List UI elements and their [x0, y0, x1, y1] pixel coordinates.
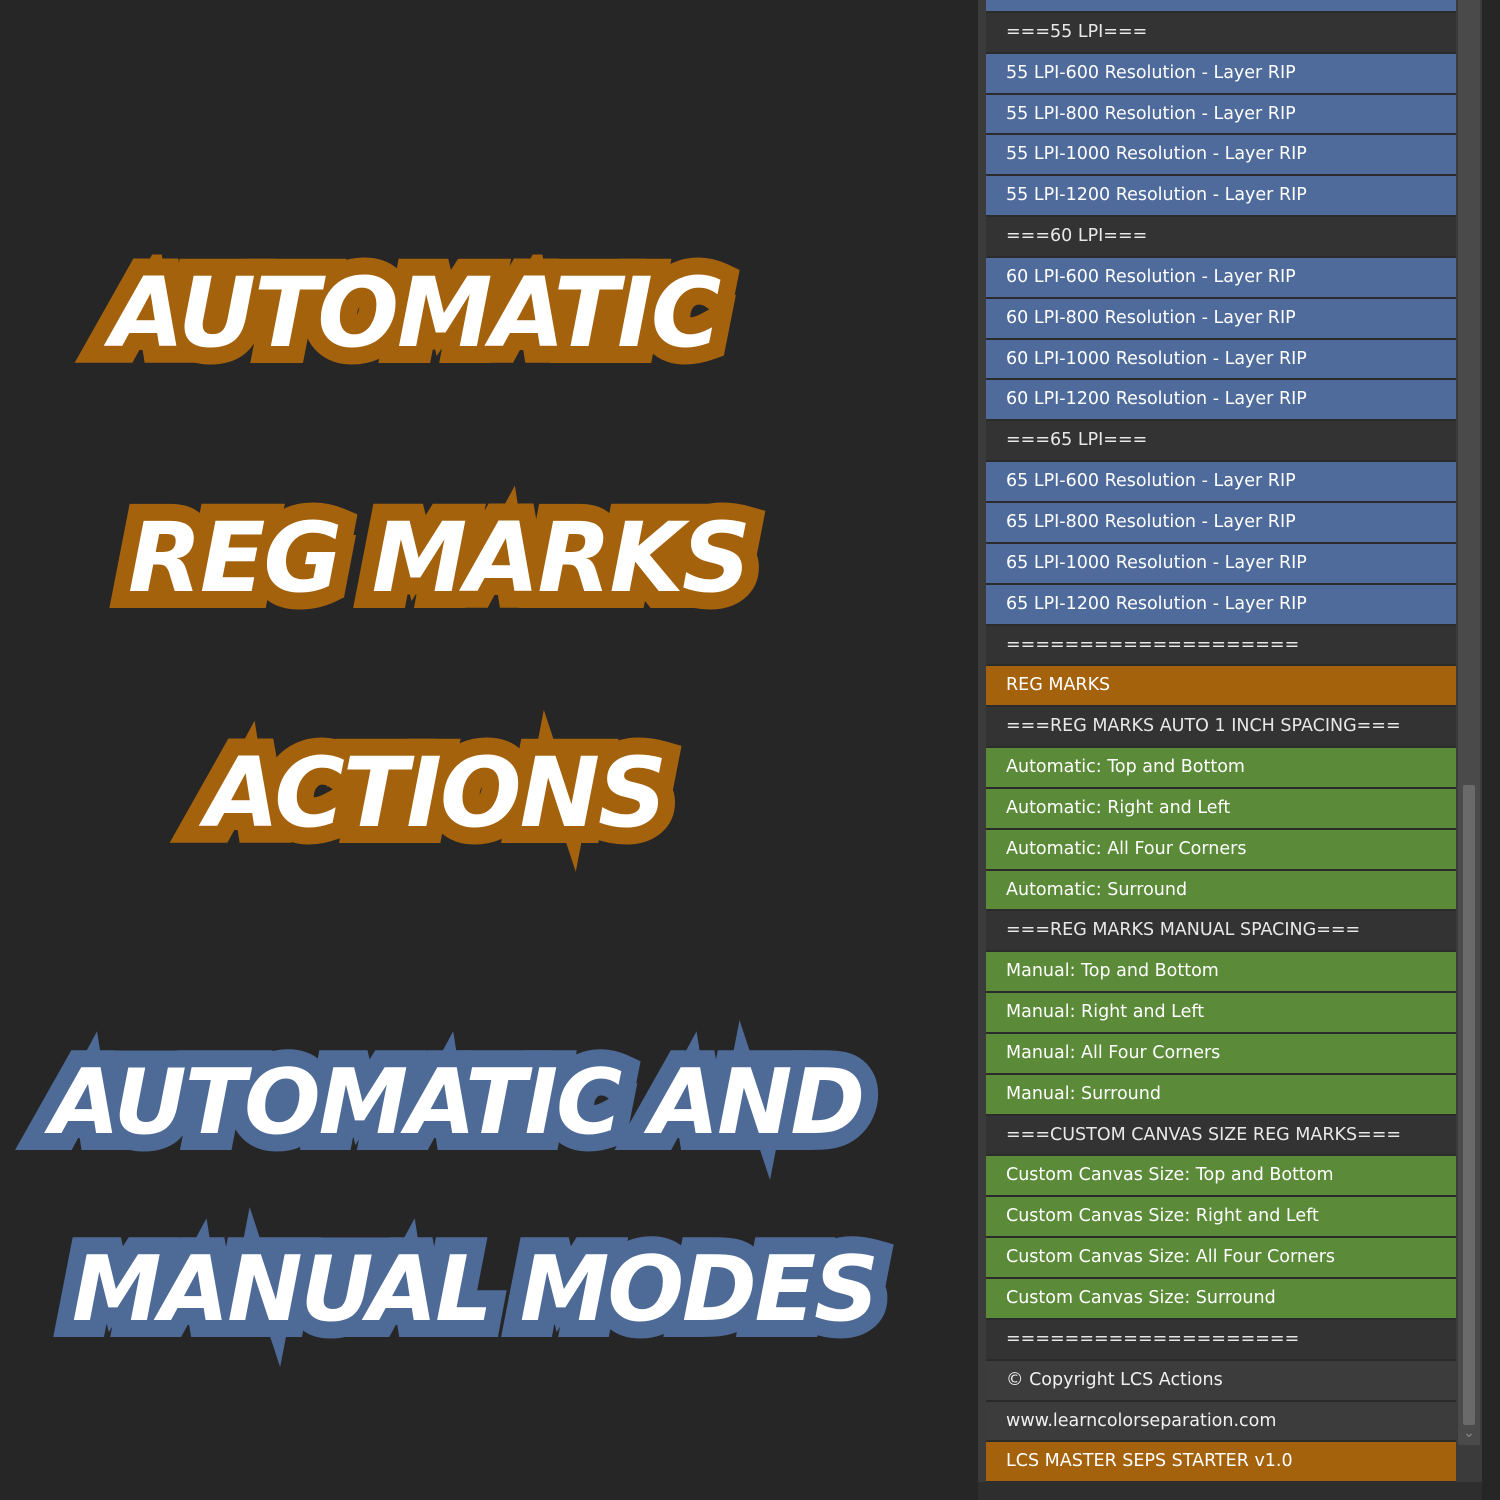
action-label: 55 LPI-1200 Resolution - Layer RIP — [1006, 185, 1307, 206]
action-item[interactable]: 55 LPI-1200 Resolution - Layer RIP — [986, 176, 1456, 218]
action-label: 65 LPI-1200 Resolution - Layer RIP — [1006, 593, 1307, 614]
action-item[interactable]: 65 LPI-1000 Resolution - Layer RIP — [986, 543, 1456, 585]
action-item[interactable]: Automatic: Right and Left — [986, 788, 1456, 830]
action-item[interactable]: Automatic: All Four Corners — [986, 829, 1456, 871]
action-set-divider[interactable]: ===55 LPI=== — [986, 12, 1456, 54]
headline-line-automatic: AUTOMATIC — [93, 248, 738, 378]
action-item[interactable]: 55 LPI-1200 Resolution - Layer RIP — [986, 0, 1456, 13]
action-label: Manual: Right and Left — [1006, 1002, 1205, 1023]
action-label: ===60 LPI=== — [1006, 226, 1148, 247]
action-set-divider[interactable]: ===REG MARKS AUTO 1 INCH SPACING=== — [986, 707, 1456, 749]
scrollbar-thumb[interactable] — [1463, 785, 1475, 1425]
action-label: 65 LPI-1000 Resolution - Layer RIP — [1006, 552, 1307, 573]
action-item[interactable]: Manual: Top and Bottom — [986, 952, 1456, 994]
action-label: REG MARKS — [1006, 675, 1111, 696]
action-item[interactable]: Manual: Surround — [986, 1074, 1456, 1116]
action-label: 55 LPI-600 Resolution - Layer RIP — [1006, 62, 1296, 83]
action-label: 60 LPI-1000 Resolution - Layer RIP — [1006, 348, 1307, 369]
action-label: Custom Canvas Size: Right and Left — [1006, 1206, 1319, 1227]
action-label: 65 LPI-800 Resolution - Layer RIP — [1006, 511, 1296, 532]
info-row[interactable]: www.learncolorseparation.com — [986, 1401, 1456, 1443]
action-label: 60 LPI-1200 Resolution - Layer RIP — [1006, 389, 1307, 410]
action-label: 60 LPI-600 Resolution - Layer RIP — [1006, 266, 1296, 287]
action-item[interactable]: 65 LPI-600 Resolution - Layer RIP — [986, 462, 1456, 503]
action-item[interactable]: Custom Canvas Size: Right and Left — [986, 1197, 1456, 1239]
action-set-divider[interactable]: ===REG MARKS MANUAL SPACING=== — [986, 911, 1456, 953]
action-set-divider[interactable]: ===CUSTOM CANVAS SIZE REG MARKS=== — [986, 1115, 1456, 1157]
action-label: © Copyright LCS Actions — [1006, 1369, 1223, 1390]
headline-line-automatic-and: AUTOMATIC AND — [33, 1041, 882, 1165]
info-row[interactable]: © Copyright LCS Actions — [986, 1360, 1456, 1402]
action-label: 55 LPI-1000 Resolution - Layer RIP — [1006, 144, 1307, 165]
action-label: ===CUSTOM CANVAS SIZE REG MARKS=== — [1006, 1124, 1402, 1145]
action-item[interactable]: 55 LPI-800 Resolution - Layer RIP — [986, 94, 1456, 136]
action-set-divider[interactable]: ==================== — [986, 625, 1456, 667]
action-label: 55 LPI-1200 Resolution - Layer RIP — [1006, 0, 1307, 1]
actions-panel: 55 LPI-1200 Resolution - Layer RIP ===55 … — [978, 0, 1482, 1500]
action-label: Manual: Top and Bottom — [1006, 961, 1219, 982]
actions-list: 55 LPI-1200 Resolution - Layer RIP ===55 … — [986, 0, 1456, 1484]
headline-line-reg-marks: REG MARKS — [111, 493, 768, 623]
action-label: LCS MASTER SEPS STARTER v1.0 — [1006, 1451, 1293, 1472]
action-item[interactable]: 65 LPI-800 Resolution - Layer RIP — [986, 502, 1456, 544]
action-label: Automatic: Top and Bottom — [1006, 757, 1245, 778]
action-label: ===55 LPI=== — [1006, 21, 1148, 42]
action-label: Custom Canvas Size: All Four Corners — [1006, 1247, 1336, 1268]
action-item[interactable]: 60 LPI-600 Resolution - Layer RIP — [986, 257, 1456, 299]
action-item[interactable]: Custom Canvas Size: All Four Corners — [986, 1238, 1456, 1279]
panel-bottom-edge — [978, 1482, 1482, 1500]
action-item[interactable]: 60 LPI-800 Resolution - Layer RIP — [986, 298, 1456, 340]
action-set-divider[interactable]: ===65 LPI=== — [986, 421, 1456, 463]
action-label: ==================== — [1006, 1328, 1300, 1349]
action-item[interactable]: 60 LPI-1200 Resolution - Layer RIP — [986, 380, 1456, 422]
action-item[interactable]: Manual: All Four Corners — [986, 1033, 1456, 1075]
action-item[interactable]: 65 LPI-1200 Resolution - Layer RIP — [986, 584, 1456, 626]
action-label: Manual: Surround — [1006, 1083, 1161, 1104]
action-label: ===65 LPI=== — [1006, 430, 1148, 451]
action-label: 60 LPI-800 Resolution - Layer RIP — [1006, 307, 1296, 328]
action-set-divider[interactable]: ===60 LPI=== — [986, 217, 1456, 258]
action-item[interactable]: Custom Canvas Size: Surround — [986, 1279, 1456, 1320]
action-label: Automatic: All Four Corners — [1006, 838, 1247, 859]
action-label: ===REG MARKS MANUAL SPACING=== — [1006, 920, 1361, 941]
action-label: Custom Canvas Size: Top and Bottom — [1006, 1165, 1334, 1186]
action-label: ==================== — [1006, 634, 1300, 655]
action-set-divider[interactable]: ==================== — [986, 1319, 1456, 1361]
action-label: 65 LPI-600 Resolution - Layer RIP — [1006, 471, 1296, 492]
action-item[interactable]: Custom Canvas Size: Top and Bottom — [986, 1156, 1456, 1198]
action-set-header[interactable]: REG MARKS — [986, 666, 1456, 708]
headline-line-manual-modes: MANUAL MODES — [55, 1228, 896, 1352]
action-label: 55 LPI-800 Resolution - Layer RIP — [1006, 103, 1296, 124]
action-label: Manual: All Four Corners — [1006, 1042, 1221, 1063]
action-item[interactable]: Automatic: Top and Bottom — [986, 748, 1456, 789]
action-label: ===REG MARKS AUTO 1 INCH SPACING=== — [1006, 716, 1401, 737]
action-label: Automatic: Surround — [1006, 879, 1188, 900]
action-item[interactable]: 60 LPI-1000 Resolution - Layer RIP — [986, 339, 1456, 381]
headline-line-actions: ACTIONS — [188, 728, 684, 858]
action-label: www.learncolorseparation.com — [1006, 1410, 1277, 1431]
scrollbar[interactable] — [1458, 0, 1480, 1445]
action-item[interactable]: Manual: Right and Left — [986, 993, 1456, 1034]
action-item[interactable]: 55 LPI-600 Resolution - Layer RIP — [986, 53, 1456, 95]
action-item[interactable]: 55 LPI-1000 Resolution - Layer RIP — [986, 135, 1456, 177]
action-set-header[interactable]: LCS MASTER SEPS STARTER v1.0 — [986, 1442, 1456, 1484]
action-item[interactable]: Automatic: Surround — [986, 870, 1456, 912]
action-label: Custom Canvas Size: Surround — [1006, 1288, 1276, 1308]
chevron-down-icon[interactable]: ⌄ — [1463, 1425, 1475, 1441]
action-label: Automatic: Right and Left — [1006, 797, 1231, 818]
